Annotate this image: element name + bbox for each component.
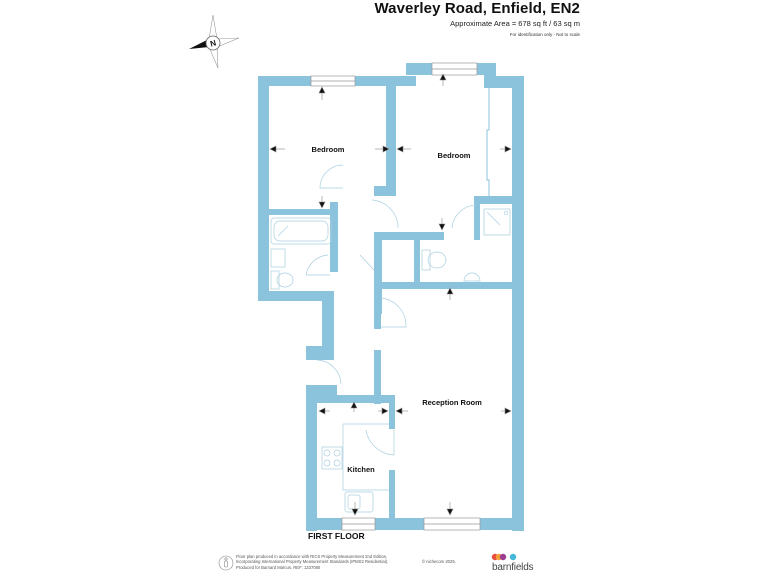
door-arcs: [305, 164, 477, 456]
room-label-bedroom-2: Bedroom: [438, 151, 471, 160]
footer-line: Produced for Barnard Marcus. REF: 133708…: [236, 564, 321, 570]
svg-text:N: N: [209, 38, 217, 48]
shower-icon: [483, 208, 511, 236]
footer-line: Incorporating International Property Mea…: [236, 559, 389, 565]
compass-north-icon: N: [189, 14, 240, 69]
floor-label: FIRST FLOOR: [308, 531, 365, 541]
basin-icon: [270, 248, 286, 268]
footer-line: Floor plan produced in accordance with R…: [236, 554, 388, 559]
agency-logo-text: barnfields: [492, 562, 534, 573]
rics-logo-icon: [218, 555, 234, 571]
footer-disclaimer: Floor plan produced in accordance with R…: [236, 554, 388, 570]
windows: [310, 62, 481, 531]
room-label-bedroom-1: Bedroom: [312, 145, 345, 154]
room-label-reception-room: Reception Room: [422, 398, 482, 407]
measurement-arrows: [269, 73, 512, 516]
wardrobe: [486, 88, 490, 196]
sink-icon: [463, 272, 481, 282]
scale-note: For identification only - Not to scale: [509, 32, 580, 37]
copyright-text: © nichecom 2025.: [422, 559, 456, 564]
property-title: Waverley Road, Enfield, EN2: [374, 0, 580, 17]
walls: [258, 63, 524, 531]
approximate-area: Approximate Area = 678 sq ft / 63 sq m: [450, 19, 580, 28]
kitchen-units: [321, 423, 389, 513]
bath-icon: [270, 217, 332, 245]
room-label-kitchen: Kitchen: [347, 465, 375, 474]
toilet-icon: [270, 249, 447, 290]
barnfields-logo-icon: [491, 553, 517, 561]
